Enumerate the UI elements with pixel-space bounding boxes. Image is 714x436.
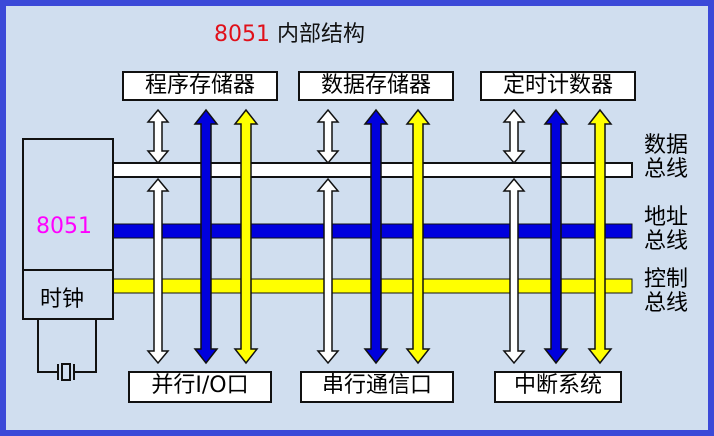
timer-counter-address-arrow [543,108,569,365]
interrupt-system-box: 中断系统 [494,371,622,403]
data-memory-data-arrow [316,108,340,165]
serial-port-box: 串行通信口 [300,371,454,403]
parallel-io-box: 并行I/O口 [128,371,272,403]
program-memory-data-arrow [146,108,170,165]
clock-label: 时钟 [40,287,85,312]
data-bus-label-line1: 数据 [644,133,689,158]
data-memory-box: 数据存储器 [298,71,454,101]
address-bus-label-line2: 总线 [644,229,689,254]
data-memory-peripheral-data-arrow [316,177,340,365]
diagram-title: 8051 内部结构 [214,16,365,48]
program-memory-address-arrow [193,108,219,365]
data-memory-control-arrow [405,108,431,365]
diagram-canvas [22,108,633,381]
title-text: 内部结构 [277,22,366,47]
cpu-block [22,138,114,320]
address-bus-label: 地址 总线 [644,206,688,254]
data-bus-label-line2: 总线 [644,157,689,182]
timer-counter-data-arrow [502,108,526,165]
diagram-panel: 8051 内部结构 8051 时钟 程序存储器 数据存储器 定时计数器 并行I/… [6,6,708,430]
crystal-icon [37,319,97,381]
data-memory-address-arrow [363,108,389,365]
control-bus-label: 控制 总线 [644,268,688,316]
title-number: 8051 [214,22,270,47]
timer-counter-control-arrow [587,108,613,365]
data-bus-label: 数据 总线 [644,134,688,182]
cpu-label: 8051 [36,214,92,239]
program-memory-control-arrow [233,108,259,365]
address-bus-label-line1: 地址 [644,205,689,230]
timer-counter-peripheral-data-arrow [502,177,526,365]
program-memory-peripheral-data-arrow [146,177,170,365]
program-memory-box: 程序存储器 [122,71,278,101]
timer-counter-box: 定时计数器 [480,71,636,101]
control-bus-label-line1: 控制 [644,267,689,292]
control-bus-label-line2: 总线 [644,291,689,316]
